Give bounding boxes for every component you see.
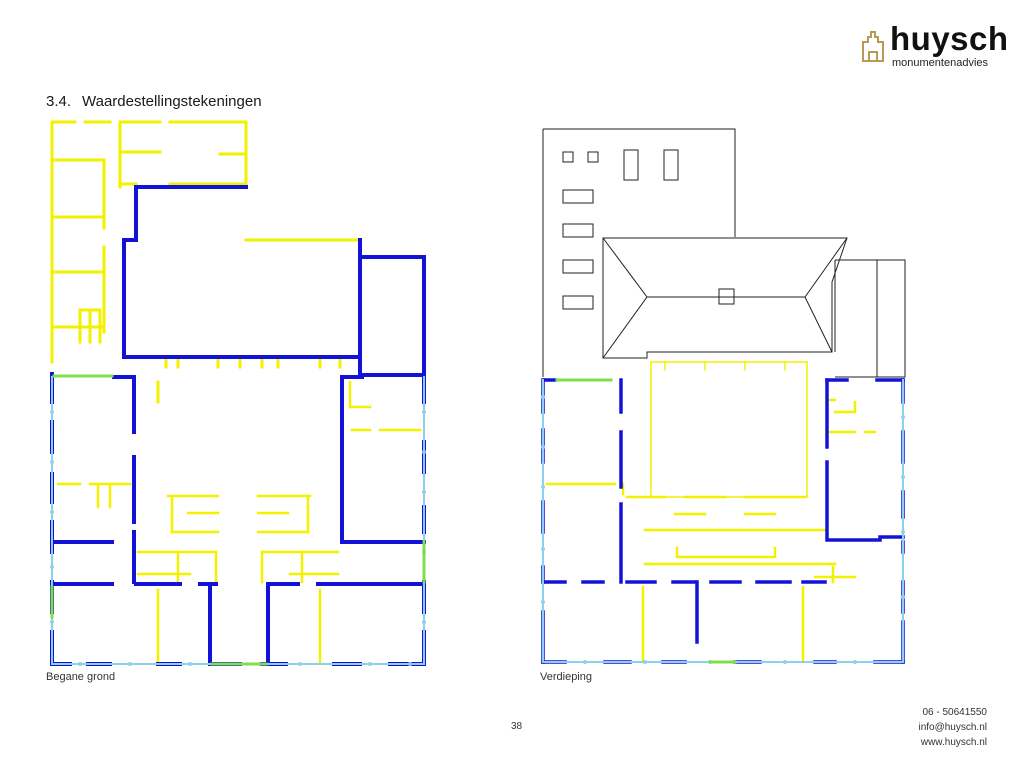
contact-email[interactable]: info@huysch.nl xyxy=(918,722,987,733)
floorplan-begane-grond xyxy=(50,120,426,666)
logo: huysch monumentenadvies xyxy=(860,20,1008,72)
contact-web[interactable]: www.huysch.nl xyxy=(920,737,987,748)
plan-caption-verdieping: Verdieping xyxy=(540,671,592,683)
section-title-text: Waardestellingstekeningen xyxy=(82,93,262,110)
house-logo-icon xyxy=(862,31,884,62)
section-number: 3.4. xyxy=(46,93,72,110)
contact-phone: 06 - 50641550 xyxy=(922,707,987,718)
plan-caption-begane-grond: Begane grond xyxy=(46,671,116,683)
page-number: 38 xyxy=(511,721,523,732)
logo-name: huysch xyxy=(890,20,1009,57)
logo-tagline: monumentenadvies xyxy=(892,57,989,69)
contact-block: 06 - 50641550 info@huysch.nl www.huysch.… xyxy=(918,705,987,750)
section-title: 3.4. Waardestellingstekeningen xyxy=(46,93,262,110)
floorplan-verdieping xyxy=(541,128,906,664)
